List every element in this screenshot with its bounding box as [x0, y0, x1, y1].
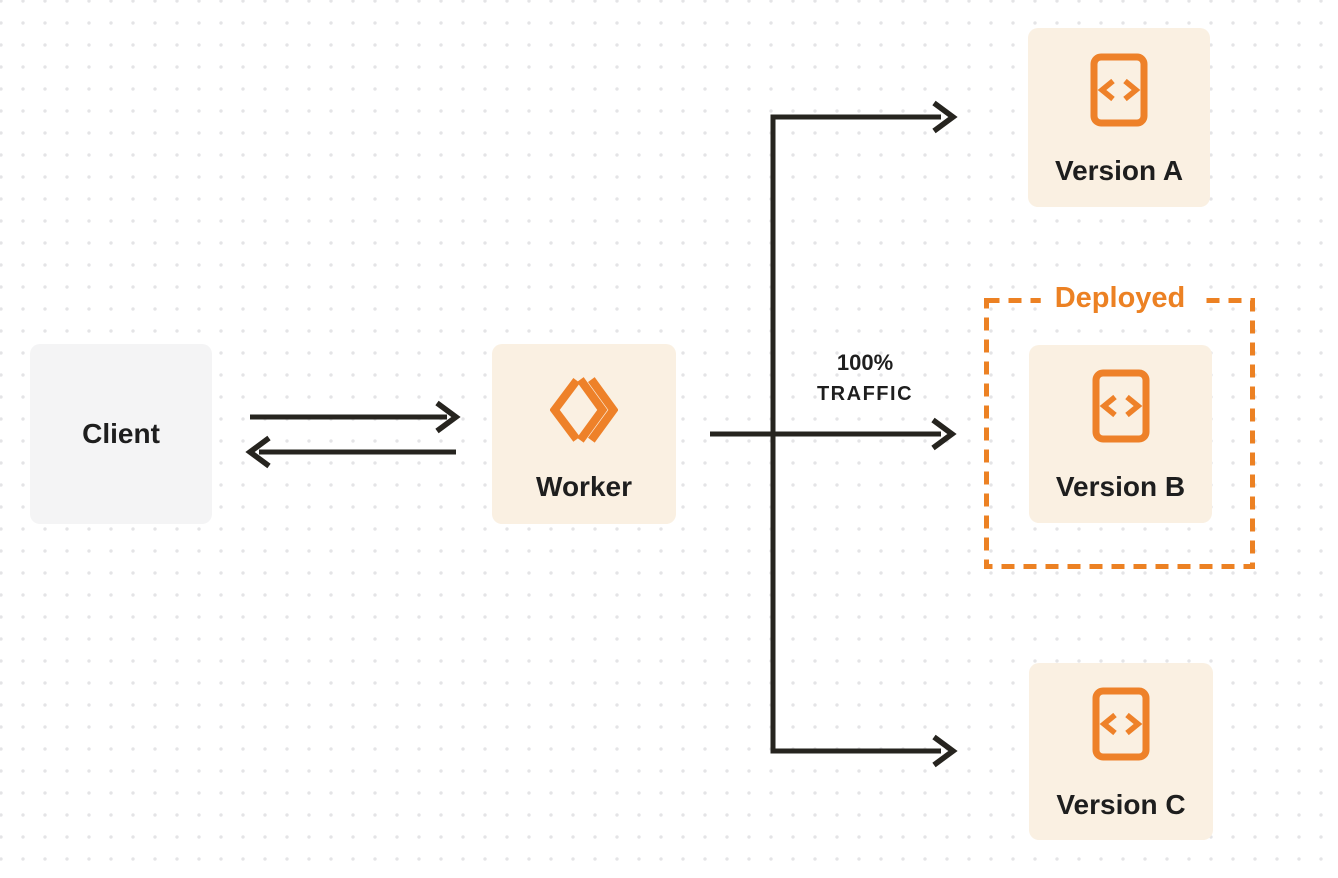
node-label: Version C [1056, 789, 1186, 820]
node-version-a: Version A [1028, 28, 1210, 207]
arrowhead-right-icon [932, 100, 958, 134]
node-version-c: Version C [1029, 663, 1213, 840]
arrowhead-left-icon [245, 435, 271, 469]
branch-line [770, 114, 941, 754]
workers-logo-icon [550, 377, 618, 443]
arrowhead-right-icon [435, 400, 461, 434]
traffic-percent-text: 100% [836, 350, 894, 375]
traffic-label: 100% TRAFFIC [790, 348, 940, 410]
node-worker: Worker [492, 344, 676, 524]
traffic-word-text: TRAFFIC [816, 383, 914, 405]
deployed-label: Deployed [1040, 281, 1200, 316]
code-icon [1090, 53, 1148, 127]
node-label: Version A [1054, 155, 1184, 186]
node-label: Worker [536, 471, 632, 502]
node-label: Version B [1055, 471, 1186, 502]
arrowhead-right-icon [931, 417, 957, 451]
node-client: Client [30, 344, 212, 524]
node-version-b: Version B [1029, 345, 1212, 523]
arrowhead-right-icon [932, 734, 958, 768]
code-icon [1092, 369, 1149, 443]
node-label: Client [82, 418, 160, 449]
code-icon [1092, 687, 1150, 761]
